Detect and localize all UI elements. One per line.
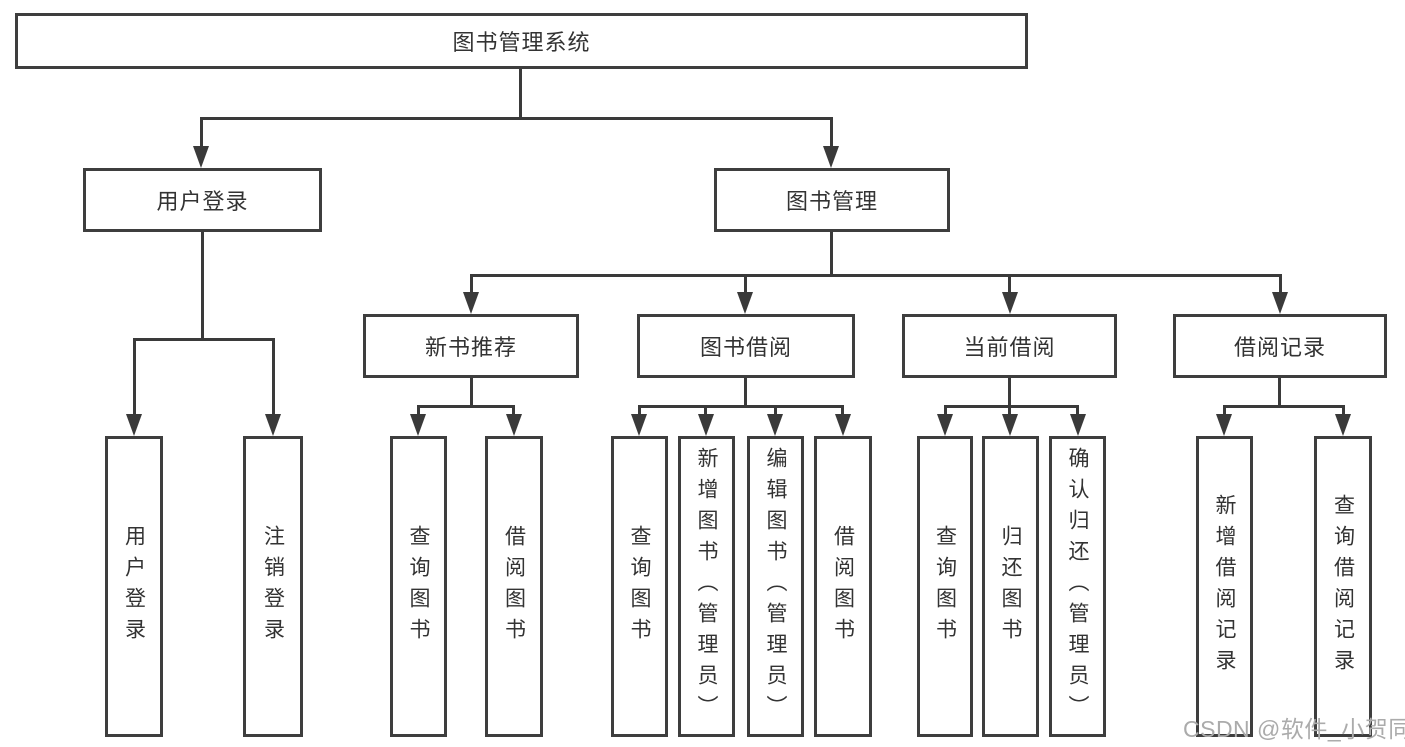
node-book-mgmt-label: 图书管理: [785, 189, 878, 214]
arrow-down-icon: [410, 414, 426, 436]
connector-stem: [417, 405, 420, 416]
leaf-label: 新增借阅记录: [1213, 493, 1236, 680]
arrow-down-icon: [698, 414, 714, 436]
connector-stem: [944, 405, 947, 416]
node-current-borrow-label: 当前借阅: [963, 335, 1056, 360]
leaf-current-confirm-admin: 确认归还（管理员）: [1049, 436, 1106, 737]
connector-stem: [1008, 274, 1011, 294]
node-book-mgmt: 图书管理: [714, 168, 950, 232]
leaf-records-add: 新增借阅记录: [1196, 436, 1253, 737]
connector-user-login-trunk: [201, 232, 204, 338]
leaf-borrow-edit-admin: 编辑图书（管理员）: [747, 436, 804, 737]
connector-stem: [1008, 405, 1011, 416]
leaf-new-books-borrow: 借阅图书: [485, 436, 543, 737]
arrow-down-icon: [193, 146, 209, 168]
leaf-label: 借阅图书: [502, 524, 526, 649]
arrow-down-icon: [937, 414, 953, 436]
node-user-login: 用户登录: [83, 168, 322, 232]
node-current-borrow: 当前借阅: [902, 314, 1117, 378]
leaf-borrow-add-admin: 新增图书（管理员）: [678, 436, 735, 737]
leaf-new-books-query: 查询图书: [390, 436, 447, 737]
arrow-down-icon: [823, 146, 839, 168]
connector-stem: [704, 405, 707, 416]
connector-stem: [841, 405, 844, 416]
node-borrow-records-label: 借阅记录: [1233, 335, 1326, 360]
arrow-down-icon: [265, 414, 281, 436]
leaf-label: 用户登录: [122, 524, 146, 649]
leaf-current-return: 归还图书: [982, 436, 1039, 737]
connector-stem: [1076, 405, 1079, 416]
arrow-down-icon: [1216, 414, 1232, 436]
csdn-watermark: CSDN @软件_小贺同学: [1183, 716, 1405, 742]
leaf-label: 借阅图书: [831, 524, 855, 649]
connector-borrow-records-split: [1223, 405, 1345, 408]
leaf-label: 新增图书（管理员）: [695, 447, 718, 726]
node-new-books-label: 新书推荐: [424, 335, 517, 360]
connector-book-mgmt-split: [470, 274, 1282, 277]
connector-stem: [133, 338, 136, 416]
node-borrow-records: 借阅记录: [1173, 314, 1387, 378]
arrow-down-icon: [1002, 292, 1018, 314]
arrow-down-icon: [1002, 414, 1018, 436]
arrow-down-icon: [767, 414, 783, 436]
connector-borrow-records-trunk: [1278, 378, 1281, 405]
connector-stem: [1342, 405, 1345, 416]
arrow-down-icon: [1335, 414, 1351, 436]
arrow-down-icon: [506, 414, 522, 436]
leaf-label: 查询借阅记录: [1331, 493, 1355, 680]
node-root: 图书管理系统: [15, 13, 1028, 69]
leaf-label: 注销登录: [261, 524, 285, 649]
node-user-login-label: 用户登录: [156, 189, 249, 214]
connector-user-login-split: [133, 338, 274, 341]
leaf-records-query: 查询借阅记录: [1314, 436, 1372, 737]
connector-stem: [1223, 405, 1226, 416]
arrow-down-icon: [463, 292, 479, 314]
node-new-books: 新书推荐: [363, 314, 579, 378]
connector-stem: [744, 274, 747, 294]
connector-root-trunk: [519, 69, 522, 117]
connector-new-books-split: [417, 405, 515, 408]
connector-book-borrow-split: [638, 405, 844, 408]
connector-stem: [272, 338, 275, 416]
leaf-logout: 注销登录: [243, 436, 303, 737]
leaf-label: 查询图书: [933, 524, 957, 649]
node-root-label: 图书管理系统: [452, 30, 591, 55]
connector-current-borrow-trunk: [1008, 378, 1011, 405]
connector-root-split: [200, 117, 833, 120]
leaf-label: 编辑图书（管理员）: [764, 447, 787, 726]
connector-book-mgmt-trunk: [830, 232, 833, 274]
connector-stem: [638, 405, 641, 416]
arrow-down-icon: [126, 414, 142, 436]
leaf-user-login: 用户登录: [105, 436, 163, 737]
node-book-borrow: 图书借阅: [637, 314, 855, 378]
leaf-label: 查询图书: [628, 524, 651, 649]
connector-stem: [774, 405, 777, 416]
connector-stem: [1279, 274, 1282, 294]
connector-stem: [830, 117, 833, 147]
arrow-down-icon: [1272, 292, 1288, 314]
arrow-down-icon: [631, 414, 647, 436]
connector-book-borrow-trunk: [744, 378, 747, 405]
leaf-label: 查询图书: [407, 524, 430, 649]
connector-stem: [470, 274, 473, 294]
leaf-label: 归还图书: [999, 524, 1022, 649]
leaf-borrow-book: 借阅图书: [814, 436, 872, 737]
leaf-label: 确认归还（管理员）: [1066, 447, 1089, 726]
leaf-current-query: 查询图书: [917, 436, 973, 737]
connector-stem: [512, 405, 515, 416]
connector-new-books-trunk: [470, 378, 473, 405]
node-book-borrow-label: 图书借阅: [699, 335, 792, 360]
connector-stem: [200, 117, 203, 147]
connector-current-borrow-split: [944, 405, 1079, 408]
arrow-down-icon: [1070, 414, 1086, 436]
arrow-down-icon: [835, 414, 851, 436]
arrow-down-icon: [737, 292, 753, 314]
leaf-borrow-query: 查询图书: [611, 436, 668, 737]
